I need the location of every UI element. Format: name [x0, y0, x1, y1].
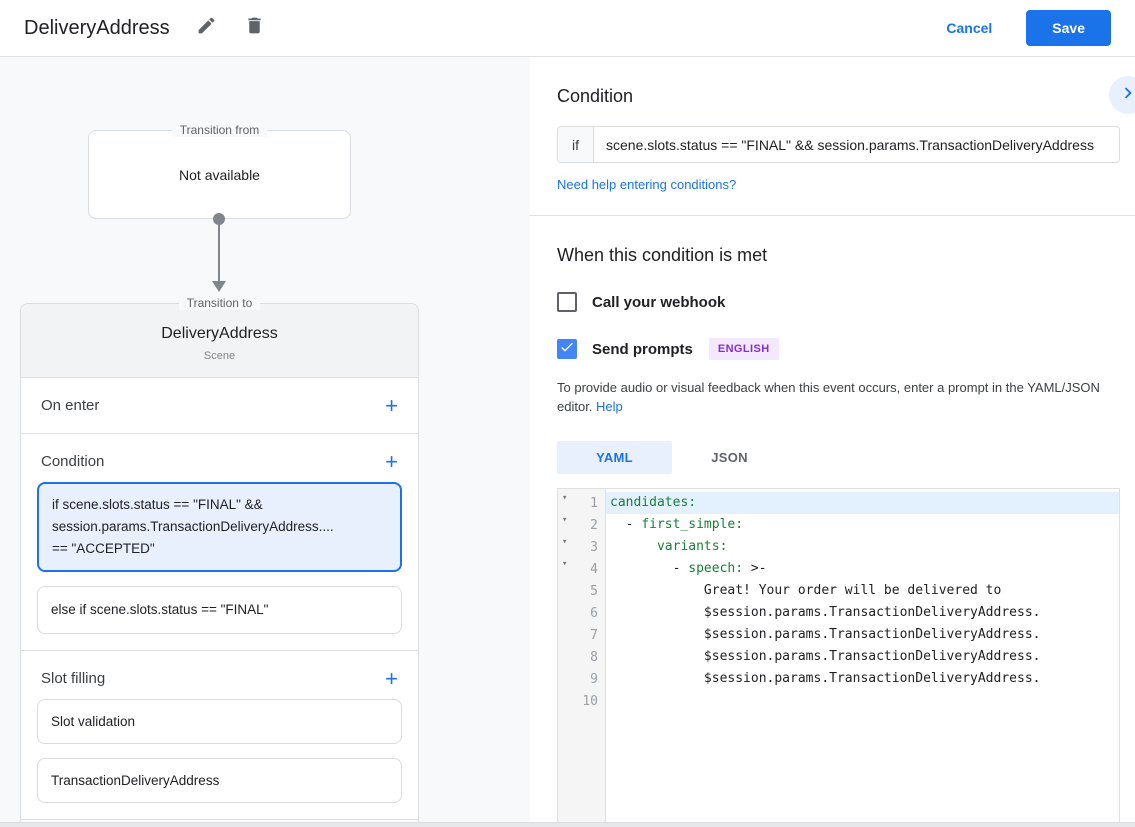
- transition-from-label: Transition from: [171, 123, 268, 137]
- fold-arrow-icon[interactable]: ▾: [562, 537, 568, 547]
- main-content: Transition from Not available Transition…: [0, 57, 1135, 827]
- save-button[interactable]: Save: [1026, 10, 1111, 46]
- line-number: 7: [590, 627, 598, 643]
- line-number: 9: [590, 671, 598, 687]
- condition-expression-input[interactable]: scene.slots.status == "FINAL" && session…: [606, 136, 1094, 153]
- section-slot-filling: Slot filling + Slot validation Transacti…: [21, 651, 418, 820]
- condition-card-selected[interactable]: if scene.slots.status == "FINAL" && sess…: [37, 482, 402, 572]
- collapse-panel-button[interactable]: [1109, 76, 1135, 114]
- line-number: 8: [590, 649, 598, 665]
- on-enter-label: On enter: [41, 397, 100, 414]
- line-number: 4: [590, 561, 598, 577]
- when-condition-heading: When this condition is met: [557, 245, 768, 265]
- send-prompts-checkbox[interactable]: [557, 339, 577, 359]
- cancel-button[interactable]: Cancel: [946, 20, 993, 36]
- slot-transaction-delivery-address-card[interactable]: TransactionDeliveryAddress: [37, 758, 402, 803]
- conditions-help-link[interactable]: Need help entering conditions?: [557, 177, 737, 192]
- transition-to-card: Transition to DeliveryAddress Scene On e…: [20, 296, 419, 827]
- line-number: 10: [582, 693, 598, 709]
- scene-name: DeliveryAddress: [161, 325, 278, 342]
- transition-from-box: Transition from Not available: [88, 123, 351, 219]
- prompt-description-text: To provide audio or visual feedback when…: [557, 380, 1100, 414]
- scene-card-header: DeliveryAddress Scene: [21, 304, 418, 378]
- checkmark-icon: [559, 339, 575, 360]
- line-number: 5: [590, 583, 598, 599]
- section-on-enter: On enter +: [21, 378, 418, 434]
- transition-from-content: Not available: [179, 166, 260, 183]
- code-line[interactable]: - first_simple:: [610, 517, 744, 532]
- add-on-enter-button[interactable]: +: [385, 392, 398, 418]
- call-webhook-label: Call your webhook: [592, 293, 726, 311]
- slot-validation-card[interactable]: Slot validation: [37, 699, 402, 744]
- condition-header-section: Condition if scene.slots.status == "FINA…: [530, 57, 1135, 216]
- help-link[interactable]: Help: [596, 399, 623, 414]
- scene-type-label: Scene: [203, 350, 236, 362]
- fold-arrow-icon[interactable]: ▾: [562, 559, 568, 569]
- webhook-row: Call your webhook: [557, 292, 1120, 312]
- call-webhook-checkbox[interactable]: [557, 292, 577, 312]
- section-condition: Condition + if scene.slots.status == "FI…: [21, 434, 418, 651]
- send-prompts-label: Send prompts: [592, 340, 693, 358]
- connector-line: [218, 219, 220, 283]
- add-slot-button[interactable]: +: [385, 665, 398, 691]
- header: DeliveryAddress Cancel Save: [0, 0, 1135, 57]
- editor-format-tabs: YAML JSON: [557, 441, 1120, 474]
- fold-arrow-icon[interactable]: ▾: [562, 493, 568, 503]
- line-number: 2: [590, 517, 598, 533]
- code-line[interactable]: [606, 690, 1119, 712]
- prompt-description: To provide audio or visual feedback when…: [557, 378, 1113, 416]
- line-number: 3: [590, 539, 598, 555]
- line-number: 1: [590, 495, 598, 511]
- code-line[interactable]: $session.params.TransactionDeliveryAddre…: [610, 627, 1041, 642]
- delete-button[interactable]: [244, 17, 266, 39]
- condition-section-label: Condition: [41, 453, 105, 470]
- editor-gutter: ▾ 1 ▾ 2 ▾ 3 ▾ 4 5 6 7 8 9 10: [558, 489, 606, 827]
- condition-card-else[interactable]: else if scene.slots.status == "FINAL": [37, 586, 402, 634]
- slot-filling-label: Slot filling: [41, 670, 106, 687]
- chevron-right-icon: [1117, 82, 1135, 109]
- yaml-code-editor[interactable]: ▾ 1 ▾ 2 ▾ 3 ▾ 4 5 6 7 8 9 10 candidates: - f…: [557, 488, 1120, 827]
- page-title: DeliveryAddress: [24, 16, 170, 39]
- add-condition-button[interactable]: +: [385, 448, 398, 474]
- scene-diagram-pane: Transition from Not available Transition…: [0, 57, 530, 827]
- if-prefix: if: [558, 127, 594, 162]
- pencil-icon: [196, 15, 217, 41]
- condition-expression-field[interactable]: if scene.slots.status == "FINAL" && sess…: [557, 126, 1120, 163]
- code-line[interactable]: candidates:: [606, 492, 1119, 514]
- code-line[interactable]: $session.params.TransactionDeliveryAddre…: [610, 671, 1041, 686]
- connector-arrowhead-icon: [212, 281, 226, 292]
- send-prompts-row: Send prompts ENGLISH: [557, 338, 1120, 360]
- edit-button[interactable]: [196, 17, 218, 39]
- tab-json[interactable]: JSON: [711, 450, 748, 465]
- when-condition-section: When this condition is met Call your web…: [530, 216, 1135, 474]
- editor-code-area[interactable]: candidates: - first_simple: variants: - …: [606, 489, 1119, 827]
- horizontal-scrollbar[interactable]: [0, 822, 1135, 827]
- fold-arrow-icon[interactable]: ▾: [562, 515, 568, 525]
- divider: [530, 215, 1135, 216]
- tab-yaml[interactable]: YAML: [557, 441, 672, 474]
- line-number: 6: [590, 605, 598, 621]
- code-line[interactable]: $session.params.TransactionDeliveryAddre…: [610, 605, 1041, 620]
- code-line[interactable]: variants:: [656, 539, 728, 554]
- transition-to-label: Transition to: [178, 296, 261, 310]
- condition-heading: Condition: [557, 86, 634, 106]
- condition-detail-pane: Condition if scene.slots.status == "FINA…: [530, 57, 1135, 827]
- code-line[interactable]: Great! Your order will be delivered to: [610, 583, 1002, 598]
- code-line[interactable]: - speech: >-: [610, 561, 767, 576]
- language-badge: ENGLISH: [708, 338, 779, 360]
- trash-icon: [244, 15, 265, 41]
- code-line[interactable]: $session.params.TransactionDeliveryAddre…: [610, 649, 1041, 664]
